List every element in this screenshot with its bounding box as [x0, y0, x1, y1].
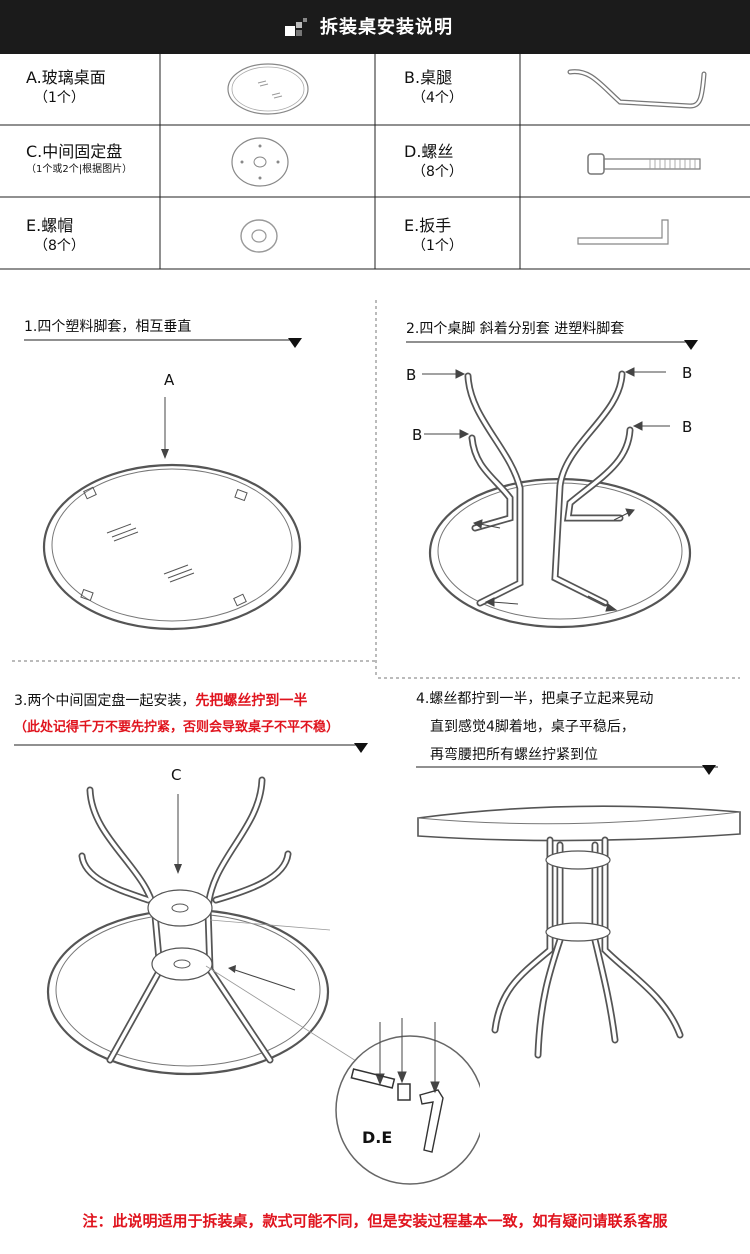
page-title: 拆装桌安装说明	[320, 17, 453, 38]
step-3-title-warning: 先把螺丝拧到一半	[195, 693, 308, 709]
wrench-icon	[577, 219, 669, 245]
step-4-line-2: 直到感觉4脚着地，桌子平稳后，	[430, 719, 635, 735]
parts-table: A.玻璃桌面 （1个） B.桌腿 （4个） C.中间固定盘 （1个或2个|根据图…	[0, 54, 750, 270]
part-name: D.螺丝	[404, 142, 454, 161]
part-name: E.螺帽	[26, 216, 74, 235]
step-1-underline	[24, 338, 302, 348]
step-dividers	[12, 300, 740, 679]
down-arrow-icon	[702, 765, 716, 775]
logo-blocks-icon	[285, 18, 307, 36]
part-qty: （4个）	[412, 90, 463, 106]
part-e-nut: E.螺帽 （8个）	[26, 216, 85, 256]
part-name: E.扳手	[404, 216, 452, 235]
header-bar: 拆装桌安装说明	[0, 0, 750, 54]
part-name: B.桌腿	[404, 68, 453, 87]
part-qty: （1个）	[412, 238, 463, 254]
label-b-1: B	[406, 366, 416, 384]
step-2: 2.四个桌脚 斜着分别套 进塑料脚套	[406, 318, 624, 340]
glass-top-icon	[227, 63, 309, 115]
step-3-note: （此处记得千万不要先拧紧，否则会导致桌子不平不稳）	[14, 720, 340, 735]
part-d: D.螺丝 （8个）	[404, 142, 463, 182]
part-qty: （1个或2个|根据图片）	[26, 164, 133, 175]
table-leg-icon	[567, 69, 707, 109]
nut-icon	[240, 219, 278, 253]
part-e-wrench: E.扳手 （1个）	[404, 216, 463, 256]
step-4-line-3: 再弯腰把所有螺丝拧紧到位	[430, 747, 598, 763]
step-4-illustration	[417, 805, 741, 1059]
part-name: C.中间固定盘	[26, 142, 123, 161]
part-qty: （1个）	[34, 90, 85, 106]
label-b-3: B	[412, 426, 422, 444]
step-3-illustration: C D.E	[46, 766, 480, 1185]
label-a: A	[164, 371, 175, 389]
step-1-illustration: A	[42, 371, 302, 631]
part-qty: （8个）	[412, 164, 463, 180]
screw-icon	[587, 153, 701, 175]
step-2-title: 2.四个桌脚 斜着分别套 进塑料脚套	[406, 321, 625, 337]
step-2-illustration: B B B B	[406, 364, 692, 629]
step-2-underline	[406, 340, 698, 350]
down-arrow-icon	[288, 338, 302, 348]
label-c: C	[171, 766, 181, 784]
label-de: D.E	[362, 1128, 392, 1147]
part-a: A.玻璃桌面 （1个）	[26, 68, 106, 108]
step-4-underline	[416, 765, 718, 775]
step-4-line-1: 4.螺丝都拧到一半，把桌子立起来晃动	[416, 691, 654, 707]
step-4: 4.螺丝都拧到一半，把桌子立起来晃动 直到感觉4脚着地，桌子平稳后， 再弯腰把所…	[416, 688, 653, 766]
step-1-title: 1.四个塑料脚套，相互垂直	[24, 319, 192, 335]
step-3-underline	[14, 743, 368, 753]
footer-note: 注：此说明适用于拆装桌，款式可能不同，但是安装过程基本一致，如有疑问请联系客服	[82, 1212, 668, 1230]
step-3: 3.两个中间固定盘一起安装，先把螺丝拧到一半 （此处记得千万不要先拧紧，否则会导…	[14, 690, 339, 735]
step-1: 1.四个塑料脚套，相互垂直	[24, 316, 191, 338]
part-qty: （8个）	[34, 238, 85, 254]
part-c: C.中间固定盘 （1个或2个|根据图片）	[26, 142, 132, 178]
down-arrow-icon	[354, 743, 368, 753]
down-arrow-icon	[684, 340, 698, 350]
part-name: A.玻璃桌面	[26, 68, 106, 87]
step-3-title-main: 3.两个中间固定盘一起安装，	[14, 693, 196, 709]
label-b-4: B	[682, 418, 692, 436]
label-b-2: B	[682, 364, 692, 382]
part-b: B.桌腿 （4个）	[404, 68, 463, 108]
step-3-title: 3.两个中间固定盘一起安装，先把螺丝拧到一半	[14, 690, 339, 712]
parts-grid-lines	[0, 54, 750, 270]
fixing-plate-icon	[231, 137, 289, 187]
